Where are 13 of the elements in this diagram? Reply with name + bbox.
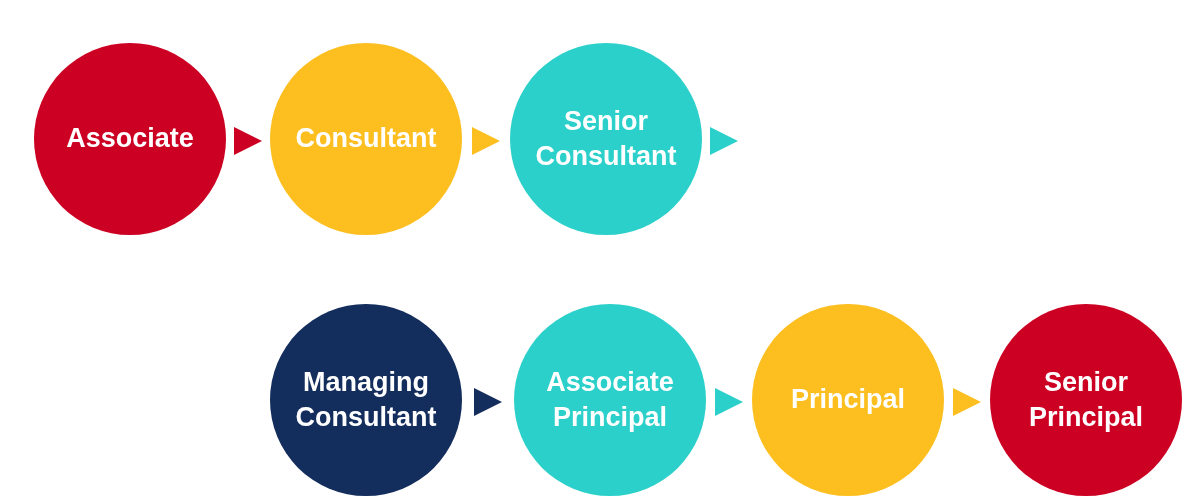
arrowhead	[710, 127, 738, 155]
role-title: Associate	[66, 122, 194, 156]
arrowhead	[474, 388, 502, 416]
role-title: Senior Consultant	[534, 104, 678, 173]
role-title: Managing Consultant	[294, 365, 438, 434]
arrowhead	[472, 127, 500, 155]
arrowhead	[234, 127, 262, 155]
role-title: Associate Principal	[545, 365, 675, 434]
role-title: Senior Principal	[1027, 365, 1144, 434]
arrowhead	[715, 388, 743, 416]
role-title: Consultant	[295, 122, 437, 156]
arrowhead	[953, 388, 981, 416]
role-title: Principal	[790, 383, 905, 417]
